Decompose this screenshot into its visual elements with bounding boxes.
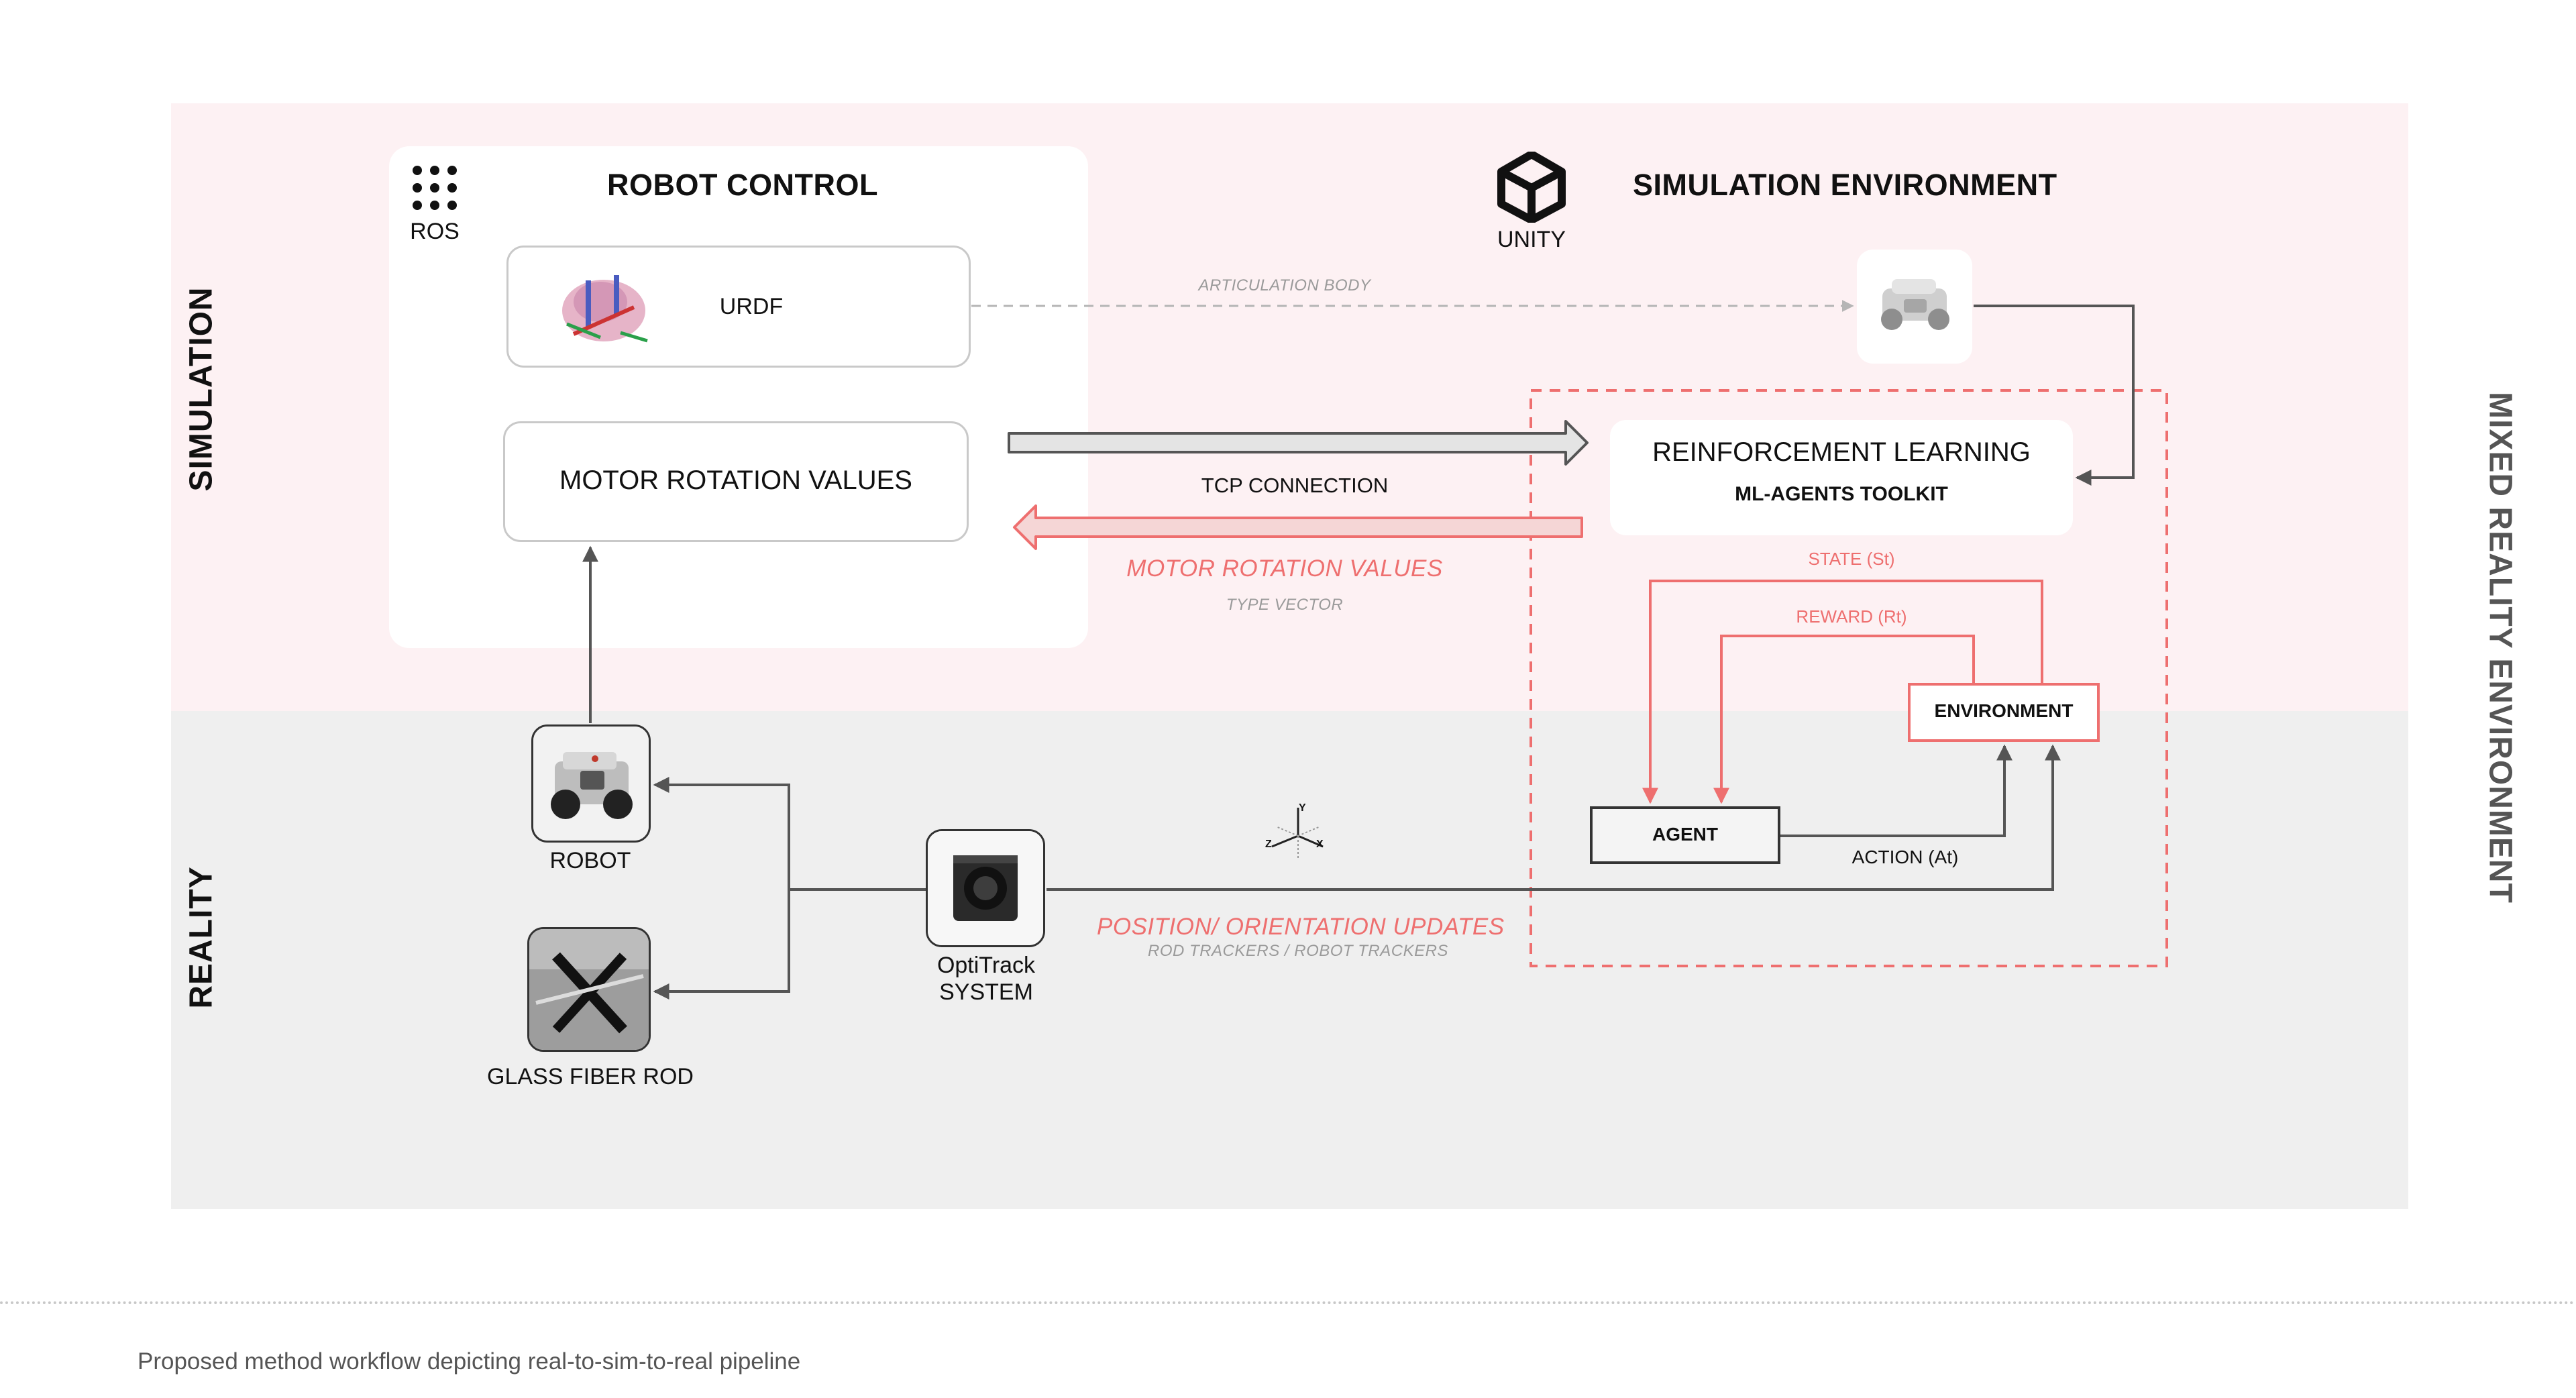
- trackers-label: ROD TRACKERS / ROBOT TRACKERS: [1148, 942, 1448, 960]
- axis-z-label: Z: [1265, 839, 1272, 850]
- ros-dots-icon: [411, 164, 459, 212]
- axis-y-label: Y: [1299, 802, 1306, 814]
- articulation-body-label: ARTICULATION BODY: [1198, 276, 1371, 294]
- mixed-reality-frame: [1529, 389, 2168, 967]
- tcp-arrow: [1008, 420, 1589, 466]
- robot-label: ROBOT: [549, 848, 631, 873]
- reward-arrow: [1713, 635, 1975, 804]
- ros-label: ROS: [410, 219, 460, 244]
- motor-rotation-box: [503, 421, 969, 542]
- environment-box: [1908, 683, 2100, 742]
- position-updates-label: POSITION/ ORIENTATION UPDATES: [1097, 914, 1505, 940]
- reward-label: REWARD (Rt): [1796, 606, 1907, 627]
- robot-model-icon: [1857, 250, 1972, 364]
- agent-label: AGENT: [1652, 824, 1718, 845]
- unity-logo-icon: [1496, 150, 1567, 224]
- robot-control-panel: [389, 146, 1088, 648]
- optitrack-label-line2: SYSTEM: [939, 979, 1033, 1005]
- optitrack-camera-icon: [926, 829, 1045, 947]
- to-robot-arrow: [653, 777, 790, 890]
- motor-rotation-label: MOTOR ROTATION VALUES: [559, 466, 912, 495]
- motor-values-arrow: [1013, 504, 1583, 550]
- unity-label: UNITY: [1497, 227, 1566, 252]
- state-arrow: [1642, 580, 2043, 804]
- agent-box: [1590, 806, 1780, 864]
- robot-control-title: ROBOT CONTROL: [607, 168, 878, 202]
- environment-label: ENVIRONMENT: [1934, 700, 2074, 721]
- reinforcement-learning-box: [1610, 420, 2073, 535]
- glass-fiber-rod-icon: [527, 927, 651, 1052]
- urdf-label: URDF: [719, 294, 784, 319]
- optitrack-label-line1: OptiTrack: [936, 953, 1036, 978]
- to-rod-arrow: [653, 890, 790, 1000]
- urdf-robot-icon: [547, 260, 661, 353]
- motor-rotation-values-label: MOTOR ROTATION VALUES: [1126, 555, 1443, 582]
- tcp-connection-label: TCP CONNECTION: [1201, 474, 1389, 497]
- type-vector-label: TYPE VECTOR: [1226, 596, 1344, 614]
- robot-photo-icon: [531, 724, 651, 843]
- action-arrow: [1780, 744, 2012, 837]
- rl-title: REINFORCEMENT LEARNING: [1652, 437, 2031, 467]
- figure-caption: Proposed method workflow depicting real-…: [138, 1348, 801, 1375]
- caption-divider: [0, 1301, 2576, 1304]
- state-label: STATE (St): [1808, 549, 1895, 569]
- model-to-rl-arrow: [1974, 305, 2135, 486]
- glass-fiber-rod-label: GLASS FIBER ROD: [487, 1064, 694, 1089]
- action-label: ACTION (At): [1851, 847, 1959, 867]
- axes-icon: [1261, 802, 1335, 863]
- simulation-environment-title: SIMULATION ENVIRONMENT: [1633, 168, 2057, 202]
- position-update-arrow: [1046, 744, 2061, 891]
- axis-x-label: X: [1316, 839, 1324, 850]
- rl-subtitle: ML-AGENTS TOOLKIT: [1735, 483, 1948, 505]
